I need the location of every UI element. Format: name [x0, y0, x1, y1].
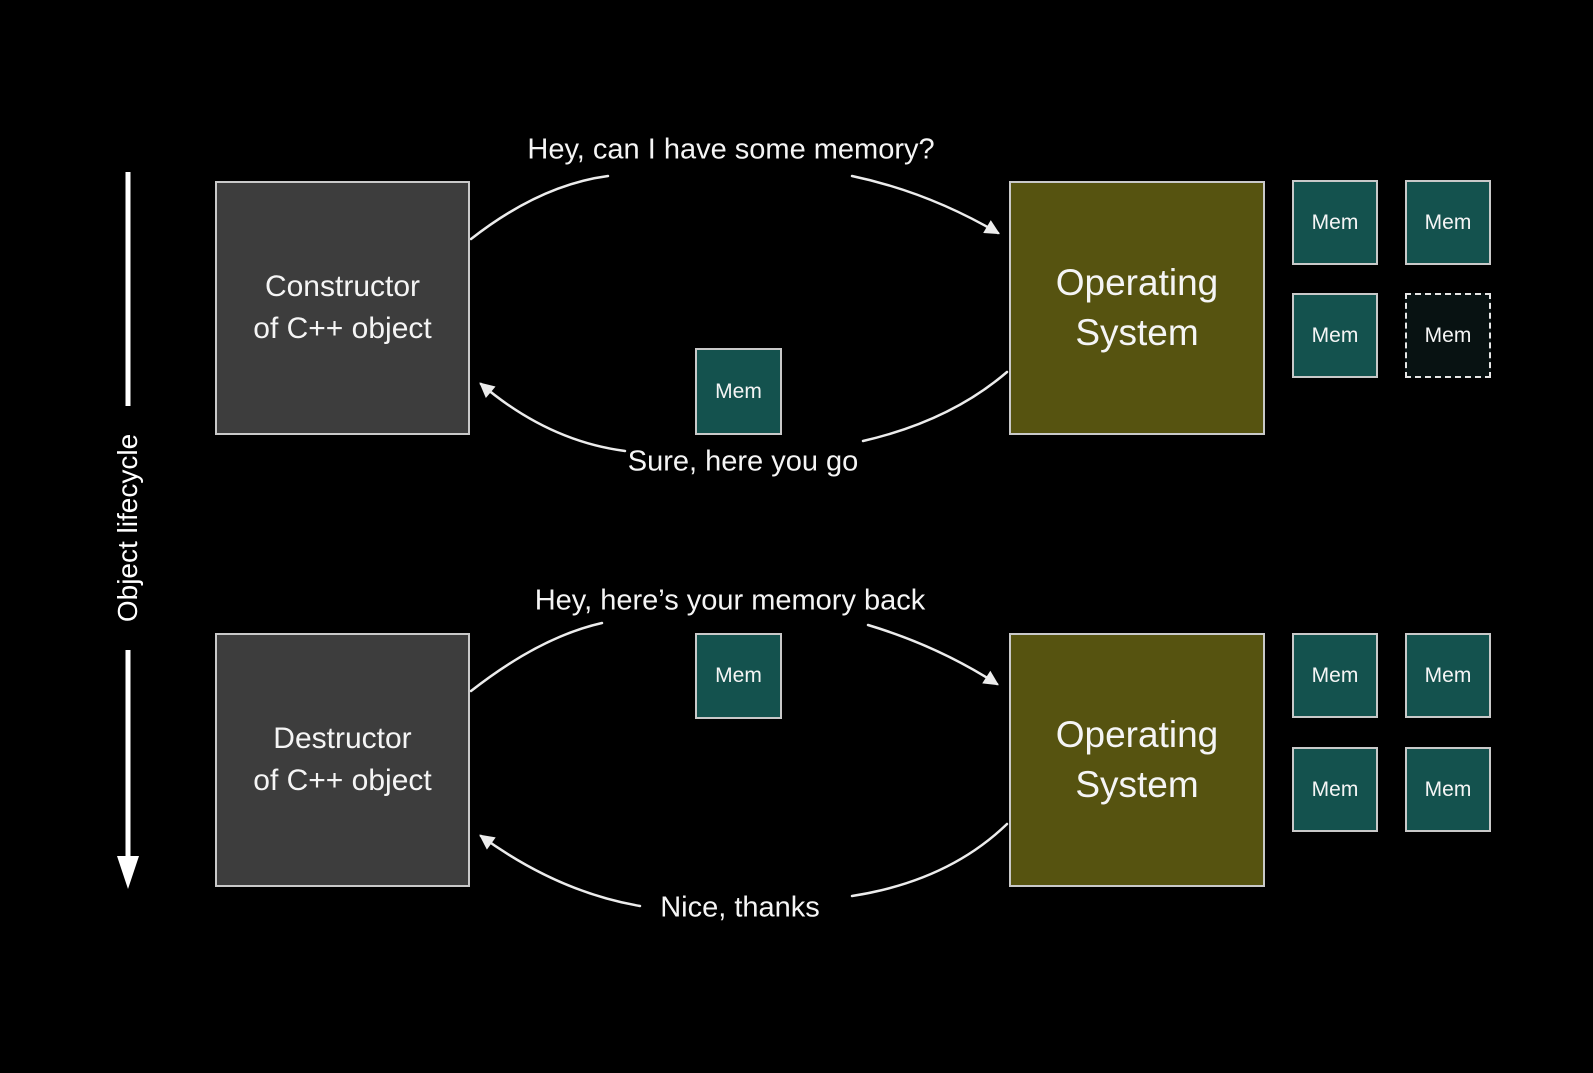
- alloc-response-arrow-right-segment: [861, 370, 1009, 443]
- dealloc-request-arrow-right-segment: [866, 623, 999, 686]
- operating-system-box-top-label: Operating System: [1055, 262, 1219, 353]
- os-mem-pool-bottom-cell-1: Mem: [1292, 633, 1378, 718]
- alloc-response-arrow-left-segment: [479, 382, 627, 453]
- dealloc-request-label: Hey, here’s your memory back: [534, 584, 926, 617]
- destructor-box: Destructor of C++ object: [215, 633, 470, 887]
- dealloc-response-arrow-right-segment: [850, 822, 1009, 898]
- operating-system-box-bottom-label: Operating System: [1055, 714, 1219, 805]
- constructor-box-label: Constructor of C++ object: [253, 270, 432, 345]
- alloc-response-label: Sure, here you go: [627, 445, 859, 478]
- os-mem-pool-bottom-cell-3: Mem: [1292, 747, 1378, 832]
- lifecycle-axis-arrowhead-icon: [117, 856, 139, 889]
- object-lifecycle-axis-label: Object lifecycle: [112, 433, 143, 623]
- os-mem-pool-top-cell-3: Mem: [1292, 293, 1378, 378]
- os-mem-pool-top-cell-1: Mem: [1292, 180, 1378, 265]
- dealloc-request-arrow-left-segment: [469, 621, 604, 693]
- alloc-request-arrow-left-segment: [469, 174, 610, 241]
- dealloc-response-label: Nice, thanks: [660, 891, 820, 924]
- dealloc-transfer-mem-box: Mem: [695, 633, 782, 719]
- operating-system-box-bottom: Operating System: [1009, 633, 1265, 887]
- alloc-request-arrow-right-segment: [850, 174, 1000, 235]
- operating-system-box-top: Operating System: [1009, 181, 1265, 435]
- os-mem-pool-bottom-cell-4: Mem: [1405, 747, 1491, 832]
- alloc-transfer-mem-box: Mem: [695, 348, 782, 435]
- constructor-box: Constructor of C++ object: [215, 181, 470, 435]
- destructor-box-label: Destructor of C++ object: [253, 722, 432, 797]
- os-mem-pool-top-cell-2: Mem: [1405, 180, 1491, 265]
- alloc-request-label: Hey, can I have some memory?: [527, 133, 935, 166]
- dealloc-response-arrow-left-segment: [479, 834, 642, 908]
- os-mem-pool-top-cell-4: Mem: [1405, 293, 1491, 378]
- os-mem-pool-bottom-cell-2: Mem: [1405, 633, 1491, 718]
